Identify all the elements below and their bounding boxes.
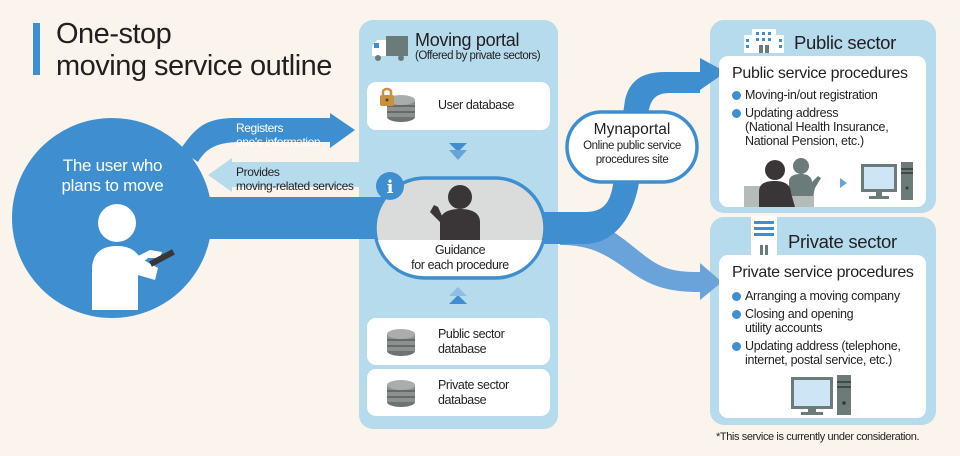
truck-icon bbox=[372, 36, 408, 61]
guidance-line-2: for each procedure bbox=[411, 258, 509, 272]
lock-icon bbox=[380, 87, 394, 106]
private-sector-title: Private sector bbox=[788, 231, 897, 252]
main-flow-band bbox=[190, 197, 390, 239]
provides-label: Provides moving-related services bbox=[236, 165, 354, 193]
counter-staff-icon bbox=[759, 158, 821, 207]
provides-line-1: Provides bbox=[236, 165, 280, 179]
guidance-pill-white-base bbox=[378, 240, 542, 276]
guidance-line-1: Guidance bbox=[434, 243, 486, 257]
mynaportal-line-2: procedures site bbox=[595, 154, 669, 166]
public-sector-title: Public sector bbox=[794, 32, 897, 53]
title-line-2: moving service outline bbox=[56, 50, 332, 82]
database-icon bbox=[387, 329, 415, 356]
footnote: *This service is currently under conside… bbox=[716, 431, 920, 443]
private-database-card: Private sector database bbox=[367, 369, 550, 416]
database-icon bbox=[387, 380, 415, 407]
list-item-text: utility accounts bbox=[745, 321, 823, 335]
public-database-line-2: database bbox=[438, 342, 487, 356]
provides-line-2: moving-related services bbox=[236, 179, 354, 193]
database-icon bbox=[380, 87, 415, 122]
public-database-label: Public sector database bbox=[438, 327, 505, 357]
moving-portal-title: Moving portal bbox=[415, 30, 520, 50]
down-chevron-icon-shadow bbox=[449, 150, 467, 160]
public-procedures-list: Moving-in/out registration Updating addr… bbox=[732, 88, 922, 152]
list-item-text: Arranging a moving company bbox=[745, 289, 900, 303]
list-item: Moving-in/out registration bbox=[732, 88, 922, 102]
person-with-smartphone-icon bbox=[92, 204, 162, 310]
desktop-computer-icon bbox=[861, 162, 913, 200]
down-chevron-icon bbox=[449, 143, 467, 152]
user-database-label: User database bbox=[438, 98, 515, 112]
title-line-1: One-stop bbox=[56, 18, 172, 50]
provides-arrow bbox=[208, 158, 360, 192]
list-item: Updating address (National Health Insura… bbox=[732, 106, 922, 148]
list-item-text: internet, postal service, etc.) bbox=[745, 353, 893, 367]
public-procedures-card: Public service procedures Moving-in/out … bbox=[719, 56, 926, 207]
list-item-text: Closing and opening bbox=[745, 307, 854, 321]
list-item-text: Moving-in/out registration bbox=[745, 88, 878, 102]
info-badge bbox=[376, 172, 404, 200]
up-chevron-icon bbox=[449, 295, 467, 304]
person-guide-icon bbox=[430, 185, 480, 240]
smartphone-icon bbox=[149, 249, 175, 267]
private-procedures-list: Arranging a moving company Closing and o… bbox=[732, 289, 924, 371]
user-label-line-2: plans to move bbox=[61, 176, 164, 195]
public-database-line-1: Public sector bbox=[438, 327, 505, 341]
private-database-line-2: database bbox=[438, 393, 487, 407]
registers-arrow bbox=[180, 113, 355, 162]
up-chevron-icon-shadow bbox=[449, 287, 467, 296]
list-item-text: Updating address bbox=[745, 106, 839, 120]
list-item: Closing and opening utility accounts bbox=[732, 307, 924, 335]
private-database-line-1: Private sector bbox=[438, 378, 509, 392]
info-icon: i bbox=[387, 177, 394, 198]
user-label: The user who plans to move bbox=[25, 156, 200, 196]
user-database-card: User database bbox=[367, 82, 550, 130]
mynaportal-line-1: Online public service bbox=[583, 140, 681, 152]
registers-label: Registers one's information bbox=[236, 121, 321, 149]
list-item-text: National Pension, etc.) bbox=[745, 134, 864, 148]
guidance-label: Guidance for each procedure bbox=[378, 243, 542, 273]
moving-portal-subtitle: (Offered by private sectors) bbox=[415, 50, 541, 62]
private-database-label: Private sector database bbox=[438, 378, 509, 408]
public-database-card: Public sector database bbox=[367, 318, 550, 365]
private-procedures-title: Private service procedures bbox=[732, 264, 914, 281]
list-item: Arranging a moving company bbox=[732, 289, 924, 303]
public-procedures-title: Public service procedures bbox=[732, 65, 908, 82]
public-illustration bbox=[744, 158, 913, 207]
registers-line-1: Registers bbox=[236, 121, 284, 135]
title-accent-bar bbox=[33, 23, 40, 75]
list-item-text: (National Health Insurance, bbox=[745, 120, 889, 134]
mynaportal-pill bbox=[565, 110, 699, 184]
user-label-line-1: The user who bbox=[62, 156, 163, 175]
page-title: One-stop moving service outline bbox=[56, 18, 332, 82]
mynaportal-title: Mynaportal bbox=[593, 121, 671, 138]
list-item: Updating address (telephone, internet, p… bbox=[732, 339, 924, 367]
private-procedures-card: Private service procedures Arranging a m… bbox=[719, 255, 926, 418]
list-item-text: Updating address (telephone, bbox=[745, 339, 901, 353]
play-arrow-icon bbox=[840, 178, 847, 188]
registers-line-2: one's information bbox=[236, 135, 321, 149]
government-building-icon bbox=[744, 29, 784, 53]
mynaportal-label: Mynaportal Online public service procedu… bbox=[567, 120, 697, 167]
office-building-icon bbox=[751, 216, 777, 256]
desktop-computer-icon bbox=[791, 375, 851, 415]
